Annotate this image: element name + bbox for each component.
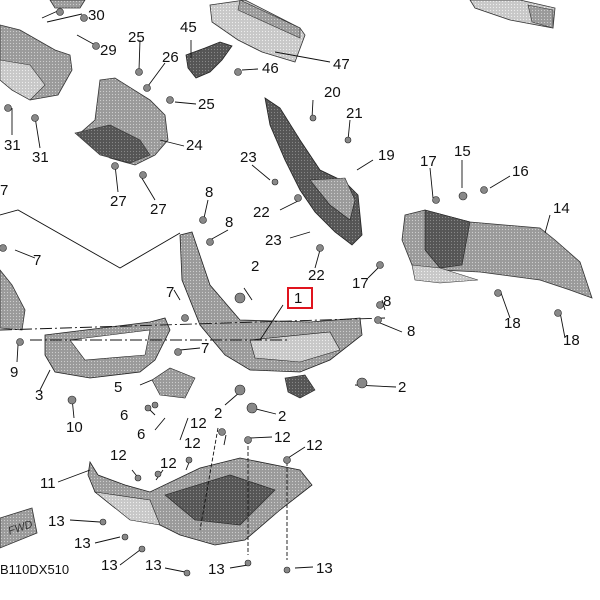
part-guard-left-top <box>0 0 86 101</box>
callout-22b[interactable]: 22 <box>308 267 325 284</box>
part-11-skid-plate <box>87 457 313 546</box>
callout-2c[interactable]: 2 <box>214 405 223 422</box>
callout-12c[interactable]: 12 <box>306 437 323 454</box>
callout-2b[interactable]: 2 <box>398 379 407 396</box>
callout-5[interactable]: 5 <box>114 379 123 396</box>
callout-25a[interactable]: 25 <box>128 29 145 46</box>
callout-20[interactable]: 20 <box>324 84 341 101</box>
part-left-fender-edge <box>0 269 26 331</box>
fasteners <box>0 8 562 577</box>
callout-22a[interactable]: 22 <box>253 204 270 221</box>
callout-24[interactable]: 24 <box>186 137 203 154</box>
callout-23b[interactable]: 23 <box>265 232 282 249</box>
highlighted-part-box <box>287 287 313 309</box>
callout-12d[interactable]: 12 <box>110 447 127 464</box>
callout-17a[interactable]: 17 <box>420 153 437 170</box>
callout-12f[interactable]: 12 <box>184 435 201 452</box>
fwd-plate <box>0 507 38 549</box>
callout-27a[interactable]: 27 <box>110 193 127 210</box>
callout-13d[interactable]: 13 <box>145 557 162 574</box>
part-top-right-panel <box>469 0 556 29</box>
callout-31b[interactable]: 31 <box>32 149 49 166</box>
callout-29[interactable]: 29 <box>100 42 117 59</box>
callout-19[interactable]: 19 <box>378 147 395 164</box>
part-45-bracket <box>185 41 233 79</box>
callout-21[interactable]: 21 <box>346 105 363 122</box>
callout-27b[interactable]: 27 <box>150 201 167 218</box>
callout-13f[interactable]: 13 <box>316 560 333 577</box>
part-47-panel <box>209 0 306 63</box>
callout-2a[interactable]: 2 <box>251 258 260 275</box>
callout-3[interactable]: 3 <box>35 387 44 404</box>
callout-31a[interactable]: 31 <box>4 137 21 154</box>
callout-30[interactable]: 30 <box>88 7 105 24</box>
callout-8b[interactable]: 8 <box>225 214 234 231</box>
callout-45[interactable]: 45 <box>180 19 197 36</box>
callout-26[interactable]: 26 <box>162 49 179 66</box>
callout-7c[interactable]: 7 <box>201 340 210 357</box>
callout-13a[interactable]: 13 <box>48 513 65 530</box>
callout-8a[interactable]: 8 <box>205 184 214 201</box>
callout-11[interactable]: 11 <box>40 475 56 492</box>
callout-6b[interactable]: 6 <box>137 426 146 443</box>
callout-8c[interactable]: 8 <box>383 293 392 310</box>
leader-lines <box>0 9 566 573</box>
callout-23a[interactable]: 23 <box>240 149 257 166</box>
callout-16[interactable]: 16 <box>512 163 529 180</box>
part-14-fender <box>401 209 593 299</box>
part-1-frame <box>179 231 363 399</box>
part-19-side-panel <box>264 97 363 246</box>
callout-25b[interactable]: 25 <box>198 96 215 113</box>
callout-6a[interactable]: 6 <box>120 407 129 424</box>
callout-13e[interactable]: 13 <box>208 561 225 578</box>
callout-46[interactable]: 46 <box>262 60 279 77</box>
callout-8d[interactable]: 8 <box>407 323 416 340</box>
callout-13b[interactable]: 13 <box>74 535 91 552</box>
callout-7b[interactable]: 7 <box>166 284 175 301</box>
part-24-guard <box>74 77 169 166</box>
callout-7top[interactable]: 7 <box>0 182 9 199</box>
diagram-code: B110DX510 <box>0 562 70 577</box>
callout-7a[interactable]: 7 <box>33 252 42 269</box>
callout-12a[interactable]: 12 <box>190 415 207 432</box>
part-5-plate <box>151 367 196 399</box>
callout-12e[interactable]: 12 <box>160 455 177 472</box>
callout-18b[interactable]: 18 <box>563 332 580 349</box>
callout-1[interactable]: 1 <box>294 290 303 307</box>
callout-2d[interactable]: 2 <box>278 408 287 425</box>
callout-12b[interactable]: 12 <box>274 429 291 446</box>
callout-10[interactable]: 10 <box>66 419 83 436</box>
callout-47[interactable]: 47 <box>333 56 350 73</box>
callout-14[interactable]: 14 <box>553 200 570 217</box>
callout-13c[interactable]: 13 <box>101 557 118 574</box>
part-3-bumper <box>44 317 171 379</box>
callout-17b[interactable]: 17 <box>352 275 369 292</box>
callout-15[interactable]: 15 <box>454 143 471 160</box>
callout-9[interactable]: 9 <box>10 364 19 381</box>
callout-18a[interactable]: 18 <box>504 315 521 332</box>
